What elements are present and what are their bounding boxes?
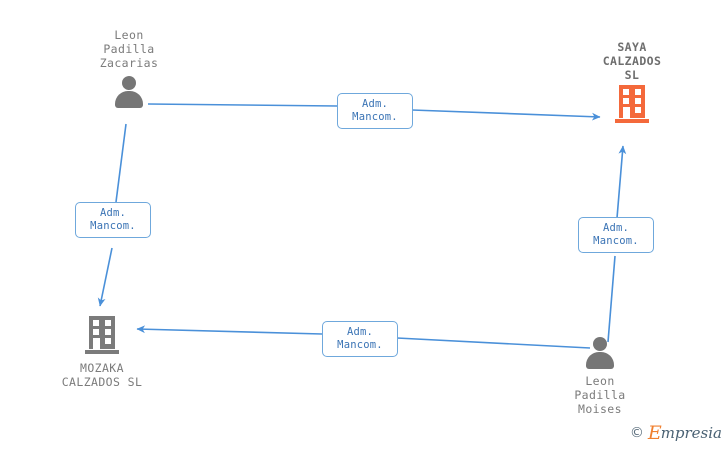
- edge-label-zacarias-mozaka[interactable]: Adm. Mancom.: [75, 202, 151, 238]
- node-label-mozaka-calzados-sl: MOZAKA CALZADOS SL: [61, 361, 143, 389]
- node-leon-padilla-zacarias[interactable]: Leon Padilla Zacarias: [54, 28, 204, 114]
- edge-label-moises-saya[interactable]: Adm. Mancom.: [578, 217, 654, 253]
- edge-moises-mozaka-line: [136, 325, 591, 349]
- brand-name: mpresia: [660, 423, 722, 442]
- building-icon: [27, 313, 177, 357]
- node-saya-calzados-sl[interactable]: SAYA CALZADOS SL: [557, 40, 707, 126]
- edge-zacarias-mozaka-line: [97, 123, 127, 307]
- node-leon-padilla-moises[interactable]: Leon Padilla Moises: [525, 336, 675, 416]
- edge-zacarias-saya-line: [147, 103, 601, 121]
- edge-moises-saya-line: [607, 145, 627, 343]
- copyright-icon: ©: [629, 425, 644, 441]
- node-label-saya-calzados-sl: SAYA CALZADOS SL: [602, 40, 662, 82]
- person-icon: [54, 70, 204, 114]
- node-label-leon-padilla-moises: Leon Padilla Moises: [574, 374, 626, 416]
- edge-label-moises-mozaka[interactable]: Adm. Mancom.: [322, 321, 398, 357]
- empresia-watermark: © E mpresia: [630, 422, 722, 444]
- brand-initial: E: [647, 421, 662, 444]
- node-mozaka-calzados-sl[interactable]: MOZAKA CALZADOS SL: [27, 313, 177, 389]
- person-icon: [525, 336, 675, 370]
- edge-label-zacarias-saya[interactable]: Adm. Mancom.: [337, 93, 413, 129]
- building-icon: [557, 82, 707, 126]
- node-label-leon-padilla-zacarias: Leon Padilla Zacarias: [99, 28, 159, 70]
